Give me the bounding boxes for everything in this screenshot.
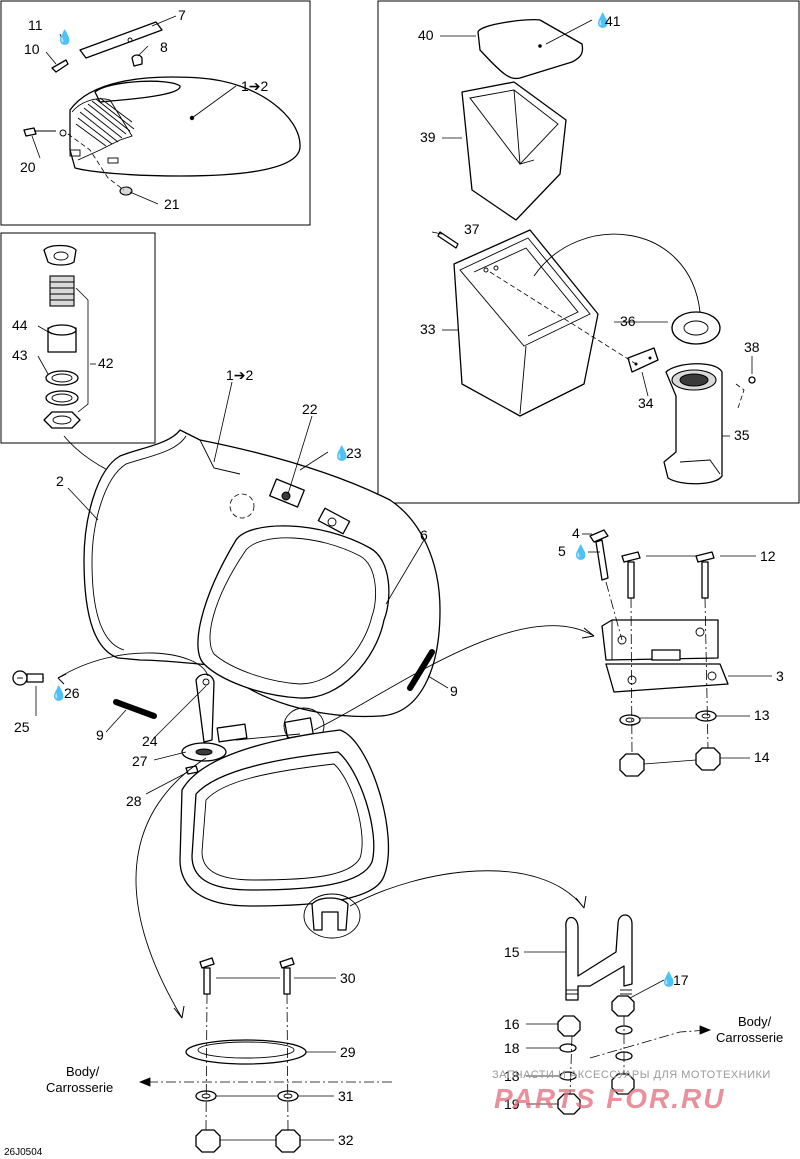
callout-2: 2 <box>56 473 64 489</box>
callout-44: 44 <box>12 317 28 333</box>
callout-21: 21 <box>164 196 180 212</box>
callout-1-2-main: 1➔2 <box>226 367 254 383</box>
hood-cover-drawing <box>23 21 301 196</box>
callout-37: 37 <box>464 221 480 237</box>
callout-7: 7 <box>178 7 186 23</box>
body-label-left-line2: Carrosserie <box>46 1080 113 1095</box>
callout-9-left: 9 <box>96 727 104 743</box>
callout-3: 3 <box>776 668 784 684</box>
callout-15: 15 <box>504 944 520 960</box>
callout-10: 10 <box>24 41 40 57</box>
callout-23: 23 <box>346 445 362 461</box>
callout-41: 41 <box>605 13 621 29</box>
hood-leaders <box>31 15 237 205</box>
inset-frame-hood <box>0 0 311 226</box>
callout-36: 36 <box>620 313 636 329</box>
inset-frame-drain-plug <box>0 232 156 444</box>
callout-9-right: 9 <box>450 683 458 699</box>
callout-16: 16 <box>504 1016 520 1032</box>
body-label-right-line1: Body/ <box>738 1014 772 1029</box>
glue-icon-11: 💧 <box>56 29 73 46</box>
storage-cover-drawing <box>83 429 441 907</box>
callout-33: 33 <box>420 321 436 337</box>
callout-32: 32 <box>338 1132 354 1148</box>
callout-38: 38 <box>744 339 760 355</box>
callout-27: 27 <box>132 753 148 769</box>
callout-24: 24 <box>142 733 158 749</box>
hinge-leaders <box>582 533 772 765</box>
hinge-drawing <box>589 529 729 777</box>
watermark-logo: PARTS FOR.RU <box>494 1083 725 1114</box>
callout-43: 43 <box>12 347 28 363</box>
callout-25: 25 <box>14 719 30 735</box>
hood-callouts: 1➔2 7 8 11 💧 10 20 21 <box>20 7 269 212</box>
u-bolt-drawing <box>303 893 635 1115</box>
drain-plug-drawing <box>43 244 81 429</box>
callout-19: 19 <box>504 1096 520 1112</box>
storage-bin-callouts: 40 💧 41 39 33 37 36 34 35 38 <box>418 12 760 443</box>
screw-25 <box>12 670 44 686</box>
cover-callouts: 1➔2 2 22 💧 23 6 9 9 24 27 28 25 💧 26 <box>14 367 458 809</box>
glue-icon-26: 💧 <box>50 685 67 702</box>
callout-35: 35 <box>734 427 750 443</box>
u-bolt-leaders <box>524 951 712 1105</box>
callout-29: 29 <box>340 1044 356 1060</box>
callout-1-2-top: 1➔2 <box>241 78 269 94</box>
inset-frame-storage-bin <box>377 0 800 504</box>
callout-39: 39 <box>420 129 436 145</box>
glue-icon-23: 💧 <box>333 445 350 462</box>
callout-31: 31 <box>338 1088 354 1104</box>
body-label-left-line1: Body/ <box>66 1064 100 1079</box>
ring-fastener-leaders <box>138 977 392 1141</box>
hinge-callouts: 4 5 💧 12 3 13 14 <box>558 525 784 765</box>
callout-11: 11 <box>28 17 43 33</box>
callout-42: 42 <box>98 355 114 371</box>
drain-plug-callouts: 44 43 42 <box>12 317 114 371</box>
callout-30: 30 <box>340 970 356 986</box>
ring-fastener-callouts: 30 29 31 32 Body/ Carrosserie <box>46 970 356 1148</box>
callout-18-a: 18 <box>504 1040 520 1056</box>
callout-8: 8 <box>160 39 168 55</box>
callout-22: 22 <box>302 401 318 417</box>
callout-5: 5 <box>558 543 566 559</box>
callout-18-b: 18 <box>504 1068 520 1084</box>
callout-34: 34 <box>638 395 654 411</box>
callout-40: 40 <box>418 27 434 43</box>
callout-13: 13 <box>754 707 770 723</box>
callout-4: 4 <box>572 525 580 541</box>
glue-icon-5: 💧 <box>572 544 589 561</box>
storage-bin-leaders <box>431 19 753 437</box>
glue-icon-41: 💧 <box>594 12 611 29</box>
callout-6: 6 <box>420 527 428 543</box>
callout-14: 14 <box>754 749 770 765</box>
u-bolt-callouts: 15 💧 17 16 18 18 19 Body/ Carrosserie <box>504 944 783 1112</box>
callout-28: 28 <box>126 793 142 809</box>
body-label-right-line2: Carrosserie <box>716 1030 783 1045</box>
watermark-tagline: ЗАПЧАСТИ И АКСЕССУАРЫ ДЛЯ МОТОТЕХНИКИ <box>492 1069 771 1081</box>
storage-bin-drawing <box>437 18 756 485</box>
callout-12: 12 <box>760 548 776 564</box>
callout-17: 17 <box>673 972 689 988</box>
callout-26: 26 <box>64 685 80 701</box>
cover-leaders <box>34 381 595 1019</box>
glue-icon-17: 💧 <box>660 971 677 988</box>
callout-20: 20 <box>20 159 36 175</box>
figure-code: 26J0504 <box>4 1147 43 1158</box>
